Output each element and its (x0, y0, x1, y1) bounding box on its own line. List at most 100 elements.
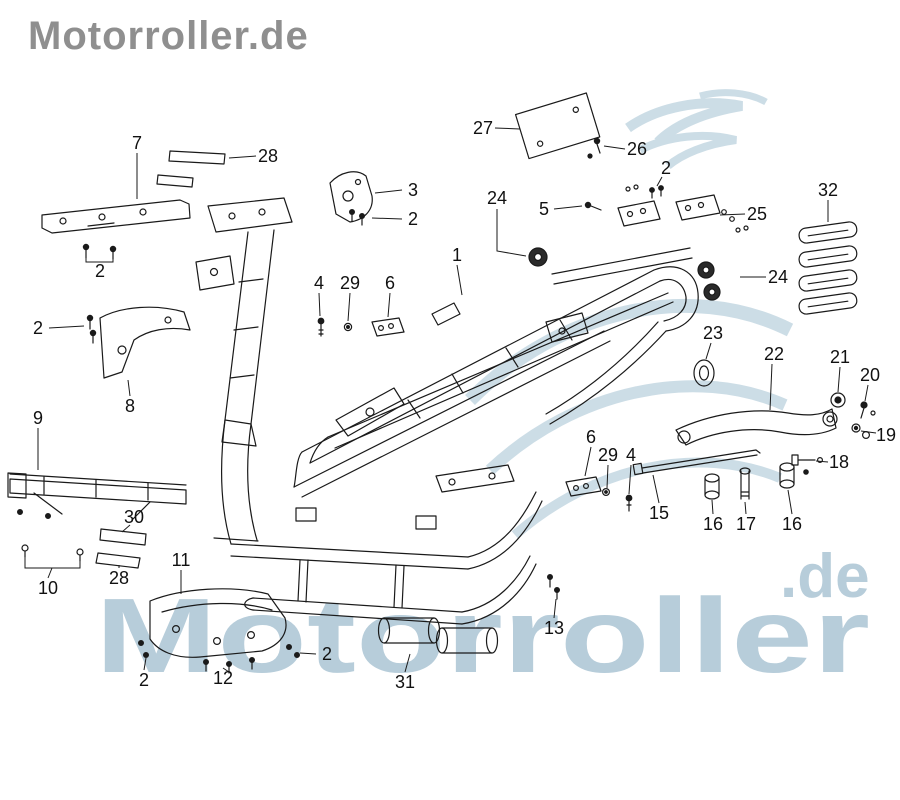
leader-line-24 (496, 209, 527, 257)
part-callout-22: 22 (763, 344, 785, 364)
part-callout-16: 16 (702, 514, 724, 534)
leader-line-6 (584, 446, 592, 477)
part-callout-20: 20 (859, 365, 881, 385)
part-3-bracket (329, 171, 373, 223)
leader-line-10 (47, 567, 53, 579)
leader-line-4 (628, 464, 632, 495)
leader-line-19 (860, 430, 877, 434)
part-callout-28: 28 (257, 146, 279, 166)
part-callout-12: 12 (212, 668, 234, 688)
part-22-arm (675, 408, 838, 446)
part-callout-6: 6 (585, 427, 597, 447)
leader-line-15 (652, 474, 660, 504)
leader-line-12 (222, 667, 230, 673)
leader-line-17 (744, 501, 747, 515)
leader-line-8 (127, 379, 131, 397)
main-frame-tubes (293, 266, 699, 498)
part-8-bracket (99, 306, 191, 379)
part-callout-24: 24 (486, 188, 508, 208)
part-5-pin (584, 201, 602, 211)
part-11-skidplate (149, 588, 287, 658)
part-callout-10: 10 (37, 578, 59, 598)
part-callout-2: 2 (321, 644, 333, 664)
part-callout-1: 1 (451, 245, 463, 265)
part-23-ring (693, 359, 715, 387)
leader-line-26 (603, 145, 626, 150)
part-callout-28: 28 (108, 568, 130, 588)
leader-line-2 (48, 325, 85, 329)
leader-line-2 (85, 251, 114, 263)
watermark-suffix-text: .de (780, 542, 870, 611)
leader-line-3 (374, 189, 403, 194)
part-callout-3: 3 (407, 180, 419, 200)
leader-line-23 (705, 342, 712, 360)
part-callout-4: 4 (313, 273, 325, 293)
leader-line-20 (864, 384, 869, 402)
part-9-bracket (7, 472, 187, 562)
part-callout-2: 2 (94, 261, 106, 281)
part-28-bar-bottom (95, 552, 141, 569)
part-28-bar-top (168, 150, 226, 165)
leader-line-1 (456, 264, 463, 296)
part-callout-7: 7 (131, 133, 143, 153)
leader-line-21 (837, 366, 841, 393)
lower-cradle (213, 419, 543, 625)
leader-line-28 (228, 155, 257, 159)
leader-line-30 (121, 524, 131, 533)
part-callout-23: 23 (702, 323, 724, 343)
part-12-bolts (203, 656, 256, 674)
part-callout-6: 6 (384, 273, 396, 293)
part-callout-17: 17 (735, 514, 757, 534)
small-parts-right-group (565, 476, 633, 512)
part-callout-21: 21 (829, 347, 851, 367)
part-24-bushings (528, 247, 721, 301)
bolts-2-rear (649, 185, 664, 199)
part-callout-19: 19 (875, 425, 897, 445)
leader-line-25 (719, 213, 746, 216)
small-parts-left-group (317, 317, 405, 337)
leader-line-2 (371, 217, 403, 220)
part-callout-4: 4 (625, 445, 637, 465)
bolts-2-left (86, 314, 97, 344)
part-13-bolts (546, 573, 560, 600)
leader-line-6 (387, 292, 391, 318)
bolts-2-bottommid (286, 643, 301, 658)
leader-line-29 (347, 292, 351, 322)
leader-line-5 (553, 205, 583, 210)
part-callout-2: 2 (407, 209, 419, 229)
part-31-tubes (377, 617, 499, 654)
leader-line-2 (656, 176, 663, 187)
leader-line-22 (769, 363, 773, 411)
watermark-main-text: Motorroller (95, 577, 870, 695)
part-callout-11: 11 (171, 550, 191, 570)
part-27-plate (514, 92, 601, 160)
part-30-bar (99, 528, 147, 546)
part-callout-2: 2 (138, 670, 150, 690)
part-callout-15: 15 (648, 503, 670, 523)
part-callout-8: 8 (124, 396, 136, 416)
brand-logo: Motorroller.de (28, 14, 309, 58)
part-callout-16: 16 (781, 514, 803, 534)
part-callout-2: 2 (660, 158, 672, 178)
part-callout-30: 30 (123, 507, 145, 527)
part-callout-9: 9 (32, 408, 44, 428)
part-callout-29: 29 (597, 445, 619, 465)
part-callout-32: 32 (817, 180, 839, 200)
leader-line-13 (553, 598, 557, 619)
part-callout-26: 26 (626, 139, 648, 159)
part-callout-29: 29 (339, 273, 361, 293)
part-callout-31: 31 (394, 672, 416, 692)
part-26-bolt (587, 137, 601, 159)
bolts-2-bottomleft (138, 639, 150, 658)
part-7-bracket (41, 199, 191, 234)
leader-line-31 (404, 653, 411, 673)
leader-line-10 (24, 554, 81, 569)
rear-carrier-brackets (551, 184, 749, 285)
part-callout-13: 13 (543, 618, 565, 638)
leader-line-2 (299, 652, 317, 655)
